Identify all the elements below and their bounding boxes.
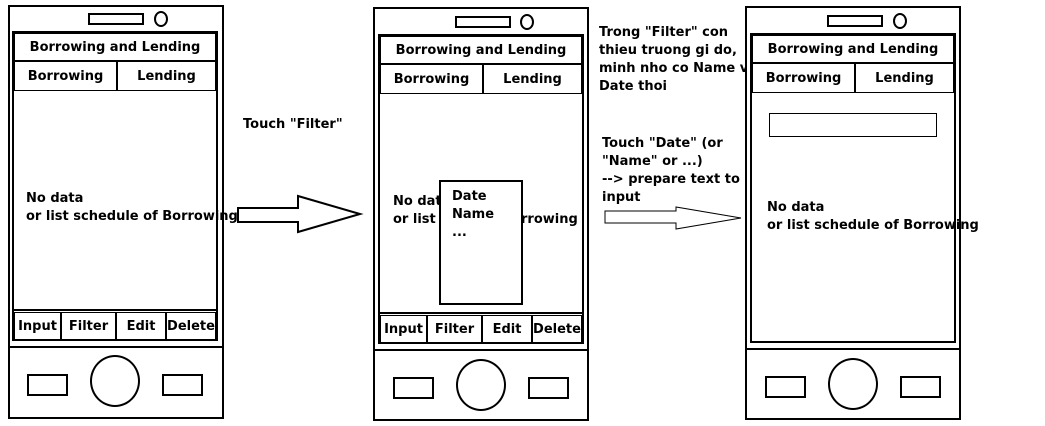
tab-borrowing[interactable]: Borrowing (752, 63, 855, 93)
content-line-2: or list schedule of Borrowing (26, 209, 238, 224)
speaker-grille (827, 15, 883, 27)
filter-button[interactable]: Filter (427, 315, 482, 343)
delete-button-label: Delete (533, 321, 581, 337)
tab-borrowing-label: Borrowing (765, 70, 842, 86)
input-button[interactable]: Input (380, 315, 427, 343)
back-key[interactable] (27, 374, 68, 396)
popup-option-more[interactable]: ... (452, 225, 467, 240)
app-title-bar: Borrowing and Lending (752, 35, 954, 63)
hardware-keys-area (375, 349, 587, 419)
home-key[interactable] (90, 355, 140, 407)
step-label-touch-date: Touch "Date" (or "Name" or ...) --> prep… (602, 136, 740, 205)
home-key[interactable] (456, 359, 506, 411)
tab-lending[interactable]: Lending (855, 63, 954, 93)
edit-button-label: Edit (126, 318, 156, 334)
hardware-keys-area (10, 346, 222, 417)
content-line-1: No data (26, 191, 84, 206)
input-button[interactable]: Input (14, 312, 61, 340)
popup-option-date[interactable]: Date (452, 189, 487, 204)
content-line-1: No data (767, 200, 825, 215)
content-area (14, 91, 216, 311)
app-title: Borrowing and Lending (395, 42, 567, 58)
home-key[interactable] (828, 358, 878, 410)
edit-button-label: Edit (492, 321, 522, 337)
tab-lending-label: Lending (137, 68, 196, 84)
arrow-right-icon (237, 194, 364, 234)
tab-borrowing-label: Borrowing (393, 71, 470, 87)
arrow-right-icon (604, 206, 742, 230)
camera-icon (154, 11, 168, 27)
popup-option-name[interactable]: Name (452, 207, 495, 222)
tab-borrowing-label: Borrowing (27, 68, 104, 84)
back-key[interactable] (765, 376, 806, 398)
speaker-grille (88, 13, 144, 25)
app-title: Borrowing and Lending (29, 39, 201, 55)
content-line-2-tail: rrowing (521, 212, 578, 227)
speaker-grille (455, 16, 511, 28)
back-key[interactable] (393, 377, 434, 399)
content-area (380, 94, 582, 314)
tab-lending[interactable]: Lending (117, 61, 216, 91)
hardware-keys-area (747, 348, 959, 418)
tab-lending-label: Lending (875, 70, 934, 86)
menu-key[interactable] (162, 374, 203, 396)
camera-icon (520, 14, 534, 30)
app-title-bar: Borrowing and Lending (14, 33, 216, 61)
note-filter-fields: Trong "Filter" con thieu truong gi do, m… (599, 25, 757, 94)
step-label-touch-filter: Touch "Filter" (243, 117, 343, 132)
menu-key[interactable] (900, 376, 941, 398)
content-line-2: or list schedule of Borrowing (767, 218, 979, 233)
edit-button[interactable]: Edit (482, 315, 532, 343)
menu-key[interactable] (528, 377, 569, 399)
filter-button[interactable]: Filter (61, 312, 116, 340)
delete-button-label: Delete (167, 318, 215, 334)
filter-button-label: Filter (434, 321, 475, 337)
filter-popup (439, 180, 523, 305)
delete-button[interactable]: Delete (532, 315, 582, 343)
tab-lending[interactable]: Lending (483, 64, 582, 94)
content-line-1: No data (393, 194, 451, 209)
tab-borrowing[interactable]: Borrowing (14, 61, 117, 91)
input-button-label: Input (18, 318, 57, 334)
input-button-label: Input (384, 321, 423, 337)
edit-button[interactable]: Edit (116, 312, 166, 340)
camera-icon (893, 13, 907, 29)
app-title-bar: Borrowing and Lending (380, 36, 582, 64)
filter-text-input[interactable] (769, 113, 937, 137)
tab-borrowing[interactable]: Borrowing (380, 64, 483, 94)
app-title: Borrowing and Lending (767, 41, 939, 57)
tab-lending-label: Lending (503, 71, 562, 87)
filter-button-label: Filter (68, 318, 109, 334)
delete-button[interactable]: Delete (166, 312, 216, 340)
